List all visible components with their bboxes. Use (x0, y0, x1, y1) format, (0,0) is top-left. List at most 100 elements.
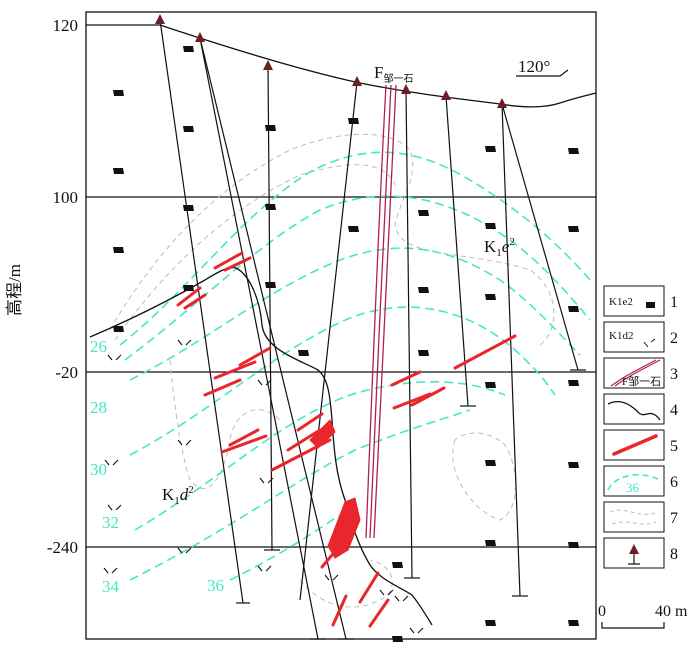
k1e2-block (485, 146, 496, 152)
legend-num-8: 8 (670, 546, 678, 563)
legend-item-4: 4 (603, 393, 678, 425)
contour-label-30: 30 (90, 460, 107, 479)
contour-label-32: 32 (102, 513, 119, 532)
k1e2-block (113, 326, 124, 332)
k1e2-block (392, 636, 403, 642)
k1d2-check (409, 627, 424, 634)
legend-num-3: 3 (670, 366, 678, 383)
dashed-grey-outlines (109, 133, 555, 608)
legend-symbol-2: K1d2 (609, 330, 633, 342)
k1e2-block (265, 282, 276, 288)
k1e2-block (485, 620, 496, 626)
unit-lower-sup: 2 (188, 484, 194, 496)
legend: K1e2 1 K1d2 2 F邹一石 3 4 5 (603, 285, 678, 569)
contour-label-34: 34 (102, 577, 120, 596)
y-axis-ticks: 120 100 -20 -240 (47, 16, 78, 557)
k1d2-check (103, 567, 118, 574)
k1e2-block (183, 205, 194, 211)
legend-num-4: 4 (670, 402, 678, 419)
k1e2-block (348, 118, 359, 124)
k1e2-block (485, 294, 496, 300)
y-tick-100: 100 (53, 188, 79, 207)
k1e2-block (568, 306, 579, 312)
k1e2-block (568, 462, 579, 468)
legend-num-5: 5 (670, 438, 678, 455)
legend-num-1: 1 (670, 294, 678, 311)
ground-surface (159, 24, 597, 108)
k1d2-pattern (103, 339, 424, 634)
unit-lower-tail: d (180, 485, 189, 504)
legend-symbol-3: F邹一石 (622, 375, 661, 388)
azimuth-underline (516, 69, 569, 77)
k1e2-block (265, 204, 276, 210)
k1e2-block (568, 542, 579, 548)
legend-symbol-6: 36 (626, 480, 640, 495)
unit-label-upper: K1e2 (484, 236, 515, 259)
contour-labels: 26 28 30 32 34 36 (90, 337, 224, 596)
contour-label-28: 28 (90, 398, 107, 417)
y-tick-neg20: -20 (55, 363, 78, 382)
k1d2-check (177, 547, 192, 554)
k1e2-block (183, 46, 194, 52)
k1e2-block (113, 168, 124, 174)
fault-label-sub: 邹一石 (383, 72, 413, 85)
k1d2-check (379, 589, 394, 596)
scale-start-label: 0 (598, 603, 606, 620)
unit-lower-letter: K (162, 485, 175, 504)
k1e2-block (113, 247, 124, 253)
drill-collar-markers (155, 14, 507, 108)
k1e2-block (485, 540, 496, 546)
k1e2-block (183, 126, 194, 132)
scale-bar: 0 40 m (598, 603, 688, 629)
y-tick-120: 120 (53, 16, 79, 35)
k1d2-check (257, 379, 272, 386)
unit-upper-tail: e (502, 237, 510, 256)
k1e2-block (485, 460, 496, 466)
legend-item-1: K1e2 1 (603, 285, 678, 317)
k1e2-block (265, 125, 276, 131)
k1d2-check (104, 459, 119, 466)
fault-label: F邹一石 (374, 63, 413, 85)
legend-item-5: 5 (603, 429, 678, 461)
elevation-lines (86, 24, 596, 548)
k1d2-check (177, 339, 192, 346)
y-axis-title: 高程/m (5, 264, 24, 316)
unit-upper-sup: 2 (509, 236, 515, 248)
legend-num-2: 2 (670, 330, 678, 347)
k1d2-check (259, 477, 274, 484)
k1e2-block (568, 380, 579, 386)
drill-end-caps (236, 369, 586, 640)
k1e2-block (392, 562, 403, 568)
k1d2-check (107, 354, 122, 361)
legend-item-3: F邹一石 3 (603, 357, 678, 389)
k1e2-block (568, 226, 579, 232)
scale-end-label: 40 m (655, 603, 688, 620)
k1d2-check (394, 595, 409, 602)
k1e2-pattern (113, 46, 579, 642)
k1e2-block (418, 350, 429, 356)
k1d2-check (257, 565, 272, 572)
legend-item-6: 36 6 (603, 465, 678, 497)
unit-upper-sub: 1 (496, 247, 502, 259)
k1e2-block (418, 287, 429, 293)
contour-label-36: 36 (207, 576, 224, 595)
k1e2-block (418, 210, 429, 216)
k1e2-block (113, 90, 124, 96)
k1d2-check (324, 574, 339, 581)
ore-bodies (176, 251, 517, 628)
fault-zone (365, 84, 397, 539)
k1d2-check (177, 439, 192, 446)
k1e2-block (568, 620, 579, 626)
k1e2-block (183, 285, 194, 291)
unit-upper-letter: K (484, 237, 497, 256)
legend-item-8: 8 (603, 537, 678, 569)
k1e2-block (298, 350, 309, 356)
legend-num-6: 6 (670, 474, 678, 491)
contour-lines (119, 151, 591, 581)
legend-item-2: K1d2 2 (603, 321, 678, 353)
fault-label-main: F (374, 63, 383, 82)
legend-num-7: 7 (670, 510, 678, 527)
unit-label-lower: K1d2 (162, 484, 194, 507)
legend-item-7: 7 (603, 501, 678, 533)
